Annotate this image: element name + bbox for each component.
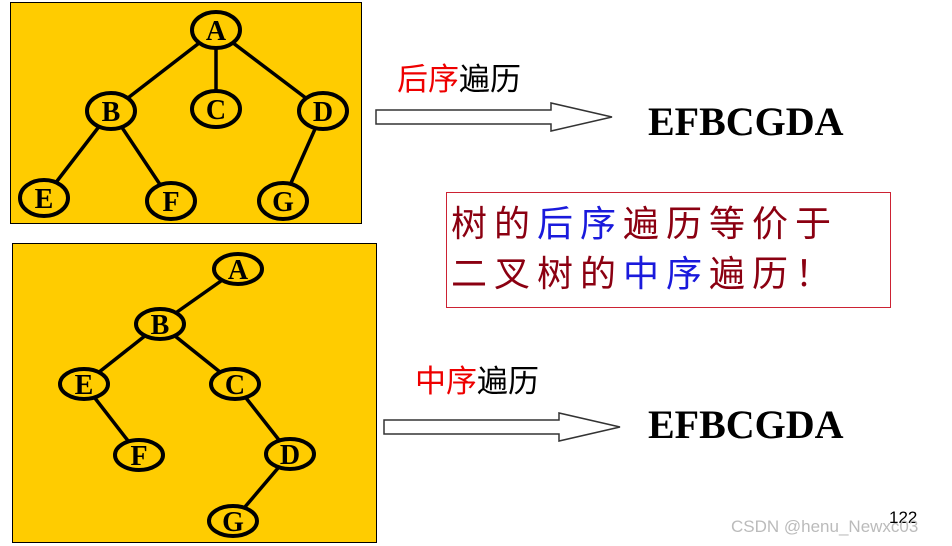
top-node-g-label: G	[272, 187, 294, 218]
note-line-2-part-1: 二叉树的	[451, 254, 624, 295]
note-line-1-part-2: 后序	[537, 204, 624, 245]
bottom-tree-diagram: A B E C F D G	[58, 252, 316, 538]
top-node-e-label: E	[35, 184, 54, 215]
bottom-node-f: F	[113, 438, 165, 472]
top-node-f-label: F	[162, 187, 179, 218]
top-node-a-label: A	[206, 16, 227, 47]
bottom-node-a: A	[212, 252, 264, 286]
note-line-1: 树的后序遍历等价于	[451, 207, 838, 243]
top-tree-diagram: A B C D E F G	[18, 10, 349, 221]
top-node-c: C	[190, 89, 242, 129]
top-node-f: F	[145, 181, 197, 221]
inorder-label-plain: 遍历	[477, 364, 539, 400]
top-tree-panel: A B C D E F G	[10, 2, 362, 224]
top-node-a: A	[190, 10, 242, 50]
page-number: 122	[889, 508, 918, 527]
bottom-node-d-label: D	[280, 440, 300, 471]
postorder-arrow-icon	[375, 102, 613, 132]
bottom-node-c-label: C	[225, 370, 245, 401]
watermark: CSDN @henu_Newxc03	[731, 517, 919, 536]
postorder-label-colored: 后序	[397, 62, 459, 98]
top-node-e: E	[18, 178, 70, 218]
bottom-node-g: G	[207, 504, 259, 538]
inorder-result: EFBCGDA	[648, 402, 844, 447]
top-node-d: D	[297, 91, 349, 131]
bottom-node-b: B	[134, 307, 186, 341]
bottom-node-b-label: B	[151, 310, 170, 341]
note-line-2: 二叉树的中序遍历！	[451, 257, 838, 293]
top-node-d-label: D	[313, 97, 333, 128]
bottom-node-f-label: F	[130, 441, 147, 472]
bottom-node-d: D	[264, 437, 316, 471]
bottom-tree-panel: A B E C F D G	[12, 243, 377, 543]
bottom-node-g-label: G	[222, 507, 244, 538]
postorder-label: 后序遍历	[397, 65, 521, 96]
inorder-arrow-icon	[383, 412, 621, 442]
inorder-label: 中序遍历	[415, 367, 539, 398]
top-node-g: G	[257, 181, 309, 221]
top-node-b: B	[85, 91, 137, 131]
top-node-c-label: C	[206, 95, 226, 126]
equivalence-note: 树的后序遍历等价于 二叉树的中序遍历！	[446, 192, 891, 308]
note-line-2-part-2: 中序	[623, 254, 710, 295]
postorder-label-plain: 遍历	[459, 62, 521, 98]
note-line-1-part-1: 树的	[451, 204, 538, 245]
bottom-node-e: E	[58, 367, 110, 401]
bottom-node-c: C	[209, 367, 261, 401]
postorder-result: EFBCGDA	[648, 99, 844, 144]
inorder-label-colored: 中序	[415, 364, 477, 400]
note-line-1-part-3: 遍历等价于	[623, 204, 839, 245]
bottom-node-a-label: A	[228, 255, 249, 286]
bottom-node-e-label: E	[75, 370, 94, 401]
top-node-b-label: B	[102, 97, 121, 128]
note-line-2-part-3: 遍历！	[709, 254, 839, 295]
